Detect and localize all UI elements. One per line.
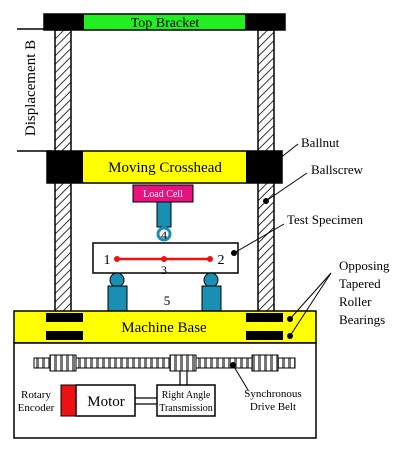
machine-base-label: Machine Base	[121, 320, 207, 336]
left-ballnut	[47, 151, 83, 183]
right-bearing-bottom	[246, 331, 283, 340]
point-2-label: 2	[218, 253, 225, 268]
drive-belt	[33, 357, 296, 369]
rotary-encoder	[60, 384, 77, 417]
moving-crosshead-label: Moving Crosshead	[108, 160, 222, 176]
rotary-encoder-label-1: Rotary	[21, 389, 51, 401]
center-pulley	[169, 354, 197, 372]
gauge-point-1	[114, 256, 120, 262]
specimen-leader	[233, 223, 285, 254]
ballnut-leader-dot	[276, 156, 282, 162]
ballscrew-leader-dot	[263, 198, 269, 204]
motor-label: Motor	[87, 394, 125, 410]
point-3-label: 3	[161, 263, 167, 277]
bearings-leader-dot-bottom	[287, 333, 293, 339]
top-bracket-left-cap	[44, 14, 84, 30]
bearings-leader-dot-top	[287, 316, 293, 322]
right-support	[201, 285, 222, 312]
bearings-leader-bottom	[289, 272, 332, 337]
bearings-leader-top	[289, 272, 332, 320]
gauge-point-3	[161, 256, 167, 262]
displacement-label: Displacement B	[23, 40, 39, 136]
top-bracket-right-cap	[245, 14, 285, 30]
right-pulley	[251, 354, 279, 372]
transmission-label-2: Transmission	[159, 403, 213, 414]
gauge-point-2	[207, 256, 213, 262]
left-support	[107, 285, 128, 312]
drive-belt-label-2: Drive Belt	[250, 401, 296, 413]
ballscrew-label: Ballscrew	[311, 162, 364, 177]
left-bearing-bottom	[46, 331, 83, 340]
right-bearing-top	[246, 313, 283, 322]
specimen-leader-dot	[231, 250, 237, 256]
left-pulley	[49, 354, 77, 372]
point-5-label: 5	[164, 293, 171, 308]
moving-crosshead	[46, 150, 283, 184]
motor	[75, 384, 136, 417]
drive-belt-leader	[232, 364, 249, 391]
transmission-label-1: Right Angle	[162, 390, 211, 401]
bearings-label-4: Bearings	[339, 312, 385, 327]
right-ballnut	[246, 151, 282, 183]
load-cell-rod	[156, 201, 172, 228]
load-cell-label: Load Cell	[143, 189, 183, 200]
bearings-label-1: Opposing	[339, 258, 390, 273]
upper-loading-pin	[156, 226, 172, 242]
bearings-label-2: Tapered	[339, 276, 381, 291]
rotary-encoder-label-2: Encoder	[18, 402, 55, 414]
ballscrew-leader	[265, 172, 308, 202]
ballnut-leader	[278, 143, 299, 160]
right-angle-transmission	[156, 384, 216, 417]
point-4-label: 4	[161, 228, 167, 242]
top-bracket-label: Top Bracket	[131, 16, 200, 31]
left-support-roller	[109, 272, 125, 288]
test-specimen-label: Test Specimen	[287, 212, 363, 227]
point-1-label: 1	[104, 253, 111, 268]
ballnut-label: Ballnut	[301, 135, 340, 150]
bearings-label-3: Roller	[339, 294, 372, 309]
drive-belt-label-1: Synchronous	[244, 388, 301, 400]
right-support-roller	[203, 272, 219, 288]
left-bearing-top	[46, 313, 83, 322]
